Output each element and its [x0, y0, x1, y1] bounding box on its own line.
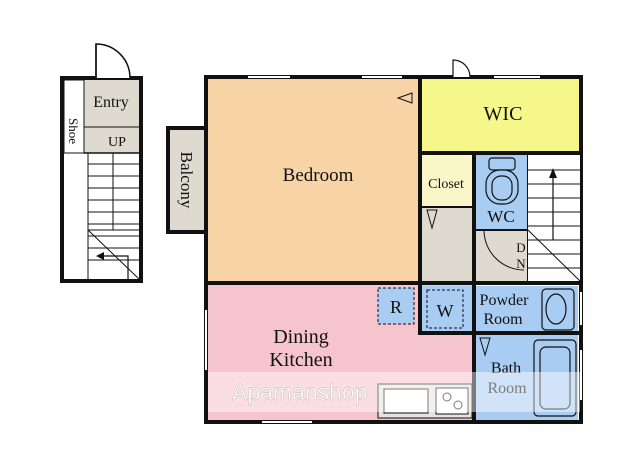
- balcony-label: Balcony: [177, 152, 196, 209]
- door-swing-icon: [479, 337, 491, 357]
- bath-label-line1: Bath: [491, 360, 521, 377]
- watermark-text: Apamanshop: [232, 379, 368, 405]
- stair-treads: [87, 153, 140, 280]
- bath-label-line2: Room: [487, 380, 527, 397]
- toilet-icon: [485, 157, 519, 205]
- entry-label: Entry: [93, 94, 129, 111]
- closet: [419, 155, 474, 207]
- wc-label: WC: [487, 207, 514, 226]
- door-swing-icon: [452, 59, 471, 78]
- dn-label-d: D: [516, 240, 525, 255]
- door-swing-icon: [95, 43, 131, 79]
- watermark: Apamanshop: [208, 372, 580, 412]
- sink-icon: [541, 288, 575, 331]
- stairs-arrow-icon: [549, 168, 557, 178]
- closet-label: Closet: [428, 177, 464, 192]
- powder-label-line1: Powder: [480, 292, 530, 309]
- fridge-box: R: [377, 287, 415, 325]
- dn-label-n: N: [516, 256, 526, 271]
- stove-icon: [435, 387, 469, 415]
- stairs-arrow-icon: [96, 252, 129, 279]
- powder-label-line2: Room: [483, 311, 523, 328]
- kitchen-counter: [377, 383, 473, 419]
- bedroom: [208, 79, 419, 283]
- wic-label: WIC: [484, 103, 523, 125]
- wic: [419, 79, 580, 152]
- bathtub-icon: [533, 339, 577, 417]
- up-label: UP: [108, 135, 126, 150]
- dining-label-line1: Dining: [273, 326, 329, 348]
- balcony: Balcony: [166, 126, 210, 234]
- dining-label-line2: Kitchen: [269, 349, 332, 371]
- washer-label: W: [437, 301, 454, 321]
- door-swing-icon: [483, 229, 525, 271]
- fridge-label: R: [390, 297, 402, 317]
- entry-stair-unit: Entry Shoe UP: [60, 43, 143, 283]
- door-swing-icon: [396, 92, 413, 104]
- bedroom-label: Bedroom: [283, 165, 354, 186]
- door-swing-icon: [426, 209, 438, 230]
- windows: [205, 76, 582, 423]
- shoe-label: Shoe: [66, 118, 81, 144]
- washer-box: W: [426, 289, 464, 329]
